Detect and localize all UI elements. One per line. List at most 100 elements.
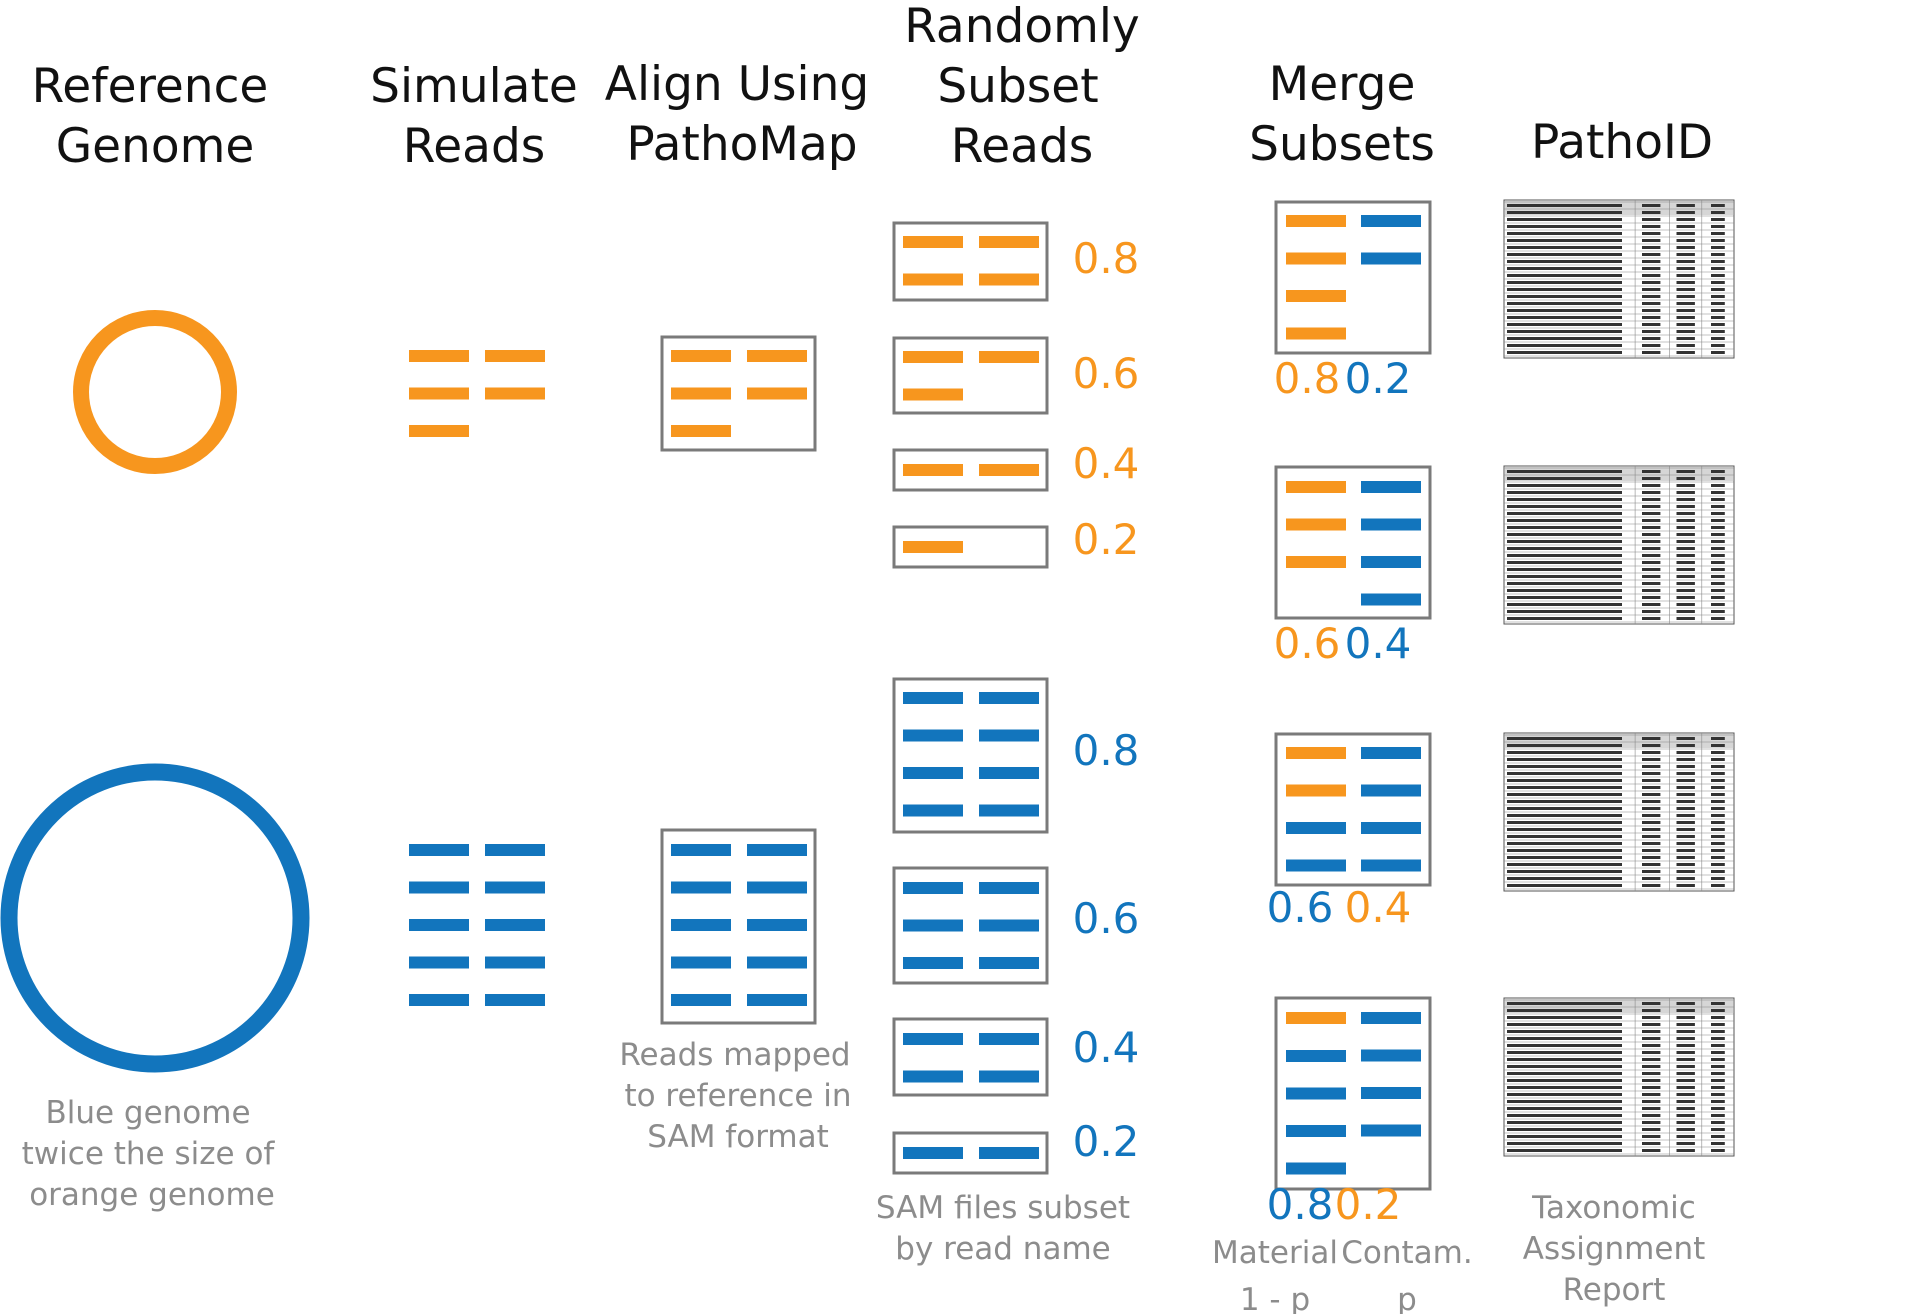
header-line: Align Using — [605, 57, 869, 112]
report-text-line — [1642, 491, 1661, 494]
report-text-line — [1642, 779, 1661, 782]
report-text-line — [1642, 842, 1661, 845]
blue-read — [485, 881, 545, 894]
report-text-line — [1711, 849, 1725, 852]
report-text-line — [1507, 807, 1622, 810]
report-text-line — [1676, 1086, 1695, 1089]
orange-read — [409, 425, 469, 437]
report-text-line — [1642, 498, 1661, 501]
report-text-line — [1507, 814, 1622, 817]
report-text-line — [1507, 596, 1622, 599]
read-box — [892, 1017, 1049, 1097]
merged-second-value: 0.2 — [1335, 1180, 1402, 1229]
report-text-line — [1642, 863, 1661, 866]
orange-read — [1286, 290, 1346, 302]
report-text-line — [1711, 737, 1725, 740]
report-text-line — [1507, 246, 1622, 249]
report-text-line — [1711, 779, 1725, 782]
report-text-line — [1711, 288, 1725, 291]
report-text-line — [1676, 225, 1695, 228]
read-box — [1274, 200, 1432, 355]
subset-value: 0.2 — [1073, 1117, 1140, 1166]
blue-read — [671, 919, 731, 931]
report-text-line — [1507, 849, 1622, 852]
report-text-line — [1711, 793, 1725, 796]
report-text-line — [1711, 561, 1725, 564]
orange-genome-circle — [73, 310, 237, 474]
report-text-line — [1642, 589, 1661, 592]
report-text-line — [1507, 554, 1622, 557]
report-text-line — [1507, 1009, 1622, 1012]
report-text-line — [1676, 330, 1695, 333]
report-text-line — [1507, 1037, 1622, 1040]
blue-read — [979, 1033, 1039, 1045]
report-text-line — [1676, 498, 1695, 501]
report-text-line — [1676, 793, 1695, 796]
report-text-line — [1507, 267, 1622, 270]
report-text-line — [1507, 1002, 1622, 1005]
report-text-line — [1711, 617, 1725, 620]
report-text-line — [1711, 786, 1725, 789]
report-text-line — [1676, 589, 1695, 592]
report-text-line — [1711, 568, 1725, 571]
report-text-line — [1642, 1037, 1661, 1040]
orange-subset-values: 0.8 0.6 0.4 0.2 — [1073, 234, 1140, 564]
blue-read — [1361, 1124, 1421, 1137]
header-randomly-subset-reads: Randomly Subset Reads — [904, 0, 1139, 174]
read-box — [892, 221, 1049, 302]
report-text-line — [1642, 1016, 1661, 1019]
blue-read — [1361, 215, 1421, 227]
report-text-line — [1676, 568, 1695, 571]
subset-value: 0.6 — [1073, 894, 1140, 943]
report-text-line — [1711, 589, 1725, 592]
report-text-line — [1642, 526, 1661, 529]
note-line: orange genome — [29, 1177, 275, 1213]
report-text-line — [1642, 877, 1661, 880]
orange-read — [671, 387, 731, 400]
report-text-line — [1507, 1142, 1622, 1145]
report-text-line — [1676, 281, 1695, 284]
report-text-line — [1507, 772, 1622, 775]
report-text-line — [1507, 765, 1622, 768]
report-text-line — [1711, 877, 1725, 880]
report-text-line — [1676, 351, 1695, 354]
report-text-line — [1676, 561, 1695, 564]
report-text-line — [1642, 295, 1661, 298]
report-text-line — [1676, 582, 1695, 585]
subset-value: 0.4 — [1073, 439, 1140, 488]
orange-read — [903, 388, 963, 401]
header-line: Simulate — [370, 59, 578, 114]
report-text-line — [1642, 239, 1661, 242]
note-line: Assignment — [1523, 1231, 1706, 1267]
merged-second-value: 0.2 — [1345, 354, 1412, 403]
orange-read — [903, 541, 963, 553]
report-text-line — [1507, 232, 1622, 235]
note-line: SAM files subset — [876, 1190, 1130, 1226]
note-contam: Contam. p — [1341, 1235, 1472, 1314]
report-text-line — [1507, 211, 1622, 214]
report-text-line — [1507, 582, 1622, 585]
report-text-line — [1676, 821, 1695, 824]
blue-read — [747, 881, 807, 894]
blue-genome-circle — [0, 763, 310, 1073]
report-text-line — [1642, 1044, 1661, 1047]
report-text-line — [1676, 596, 1695, 599]
report-text-line — [1676, 772, 1695, 775]
report-text-line — [1676, 337, 1695, 340]
report-text-line — [1711, 1114, 1725, 1117]
report-text-line — [1642, 309, 1661, 312]
report-text-line — [1507, 505, 1622, 508]
report-text-line — [1642, 800, 1661, 803]
orange-read — [671, 425, 731, 437]
report-text-line — [1507, 779, 1622, 782]
report-text-line — [1676, 323, 1695, 326]
report-text-line — [1507, 498, 1622, 501]
report-text-line — [1711, 1142, 1725, 1145]
report-text-line — [1642, 1100, 1661, 1103]
report-text-line — [1507, 512, 1622, 515]
report-text-line — [1676, 807, 1695, 810]
blue-read — [1361, 593, 1421, 606]
note-subset-by-name: SAM files subset by read name — [876, 1190, 1130, 1267]
subset-value: 0.4 — [1073, 1023, 1140, 1072]
blue-read — [671, 881, 731, 894]
